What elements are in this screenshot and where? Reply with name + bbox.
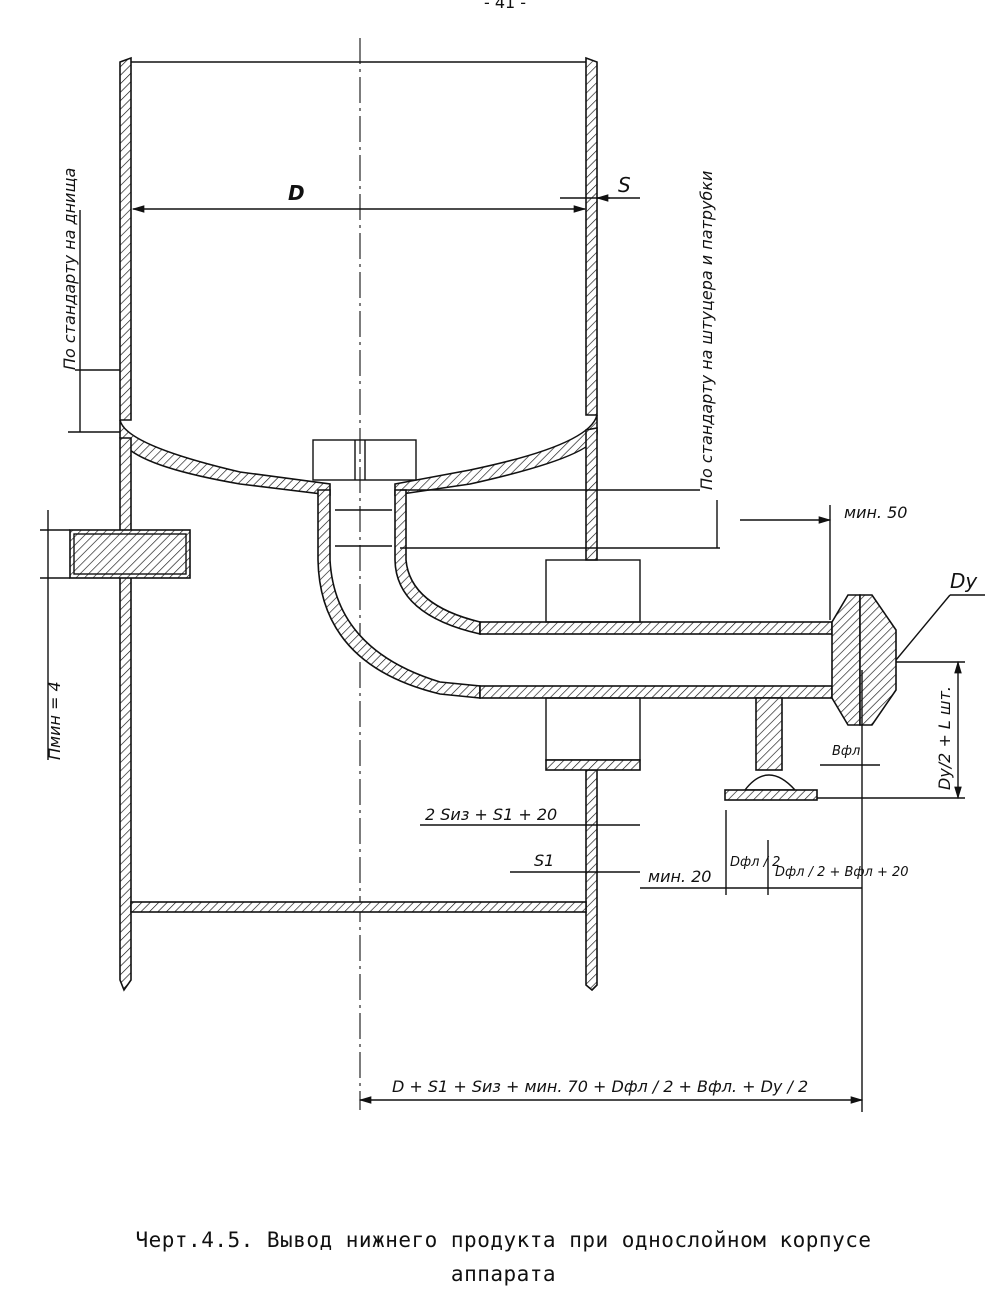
shell-wall-right-mid (585, 427, 598, 561)
drain-nozzle (755, 697, 783, 771)
shell-wall-left-upper (119, 56, 132, 421)
caption-line1: Черт.4.5. Вывод нижнего продукта при одн… (135, 1228, 872, 1252)
label-min4: Пмин = 4 (45, 681, 64, 760)
outlet-pipe-inner (394, 489, 481, 636)
bottom-head-right (394, 414, 598, 496)
label-D: D (288, 181, 305, 205)
caption-line2: аппарата (450, 1262, 557, 1286)
label-dfl2b: Dфл / 2 + Bфл + 20 (775, 865, 909, 880)
label-min20: мин. 20 (648, 867, 711, 886)
reinforcement-pad-lower (545, 697, 641, 761)
label-dfl2: Dфл / 2 (730, 855, 780, 870)
support-ring (130, 901, 587, 913)
outlet-pipe-horizontal-bottom (479, 685, 833, 699)
label-std-bottom: По стандарту на днища (60, 168, 79, 370)
reinforcement-pad-upper (545, 559, 641, 623)
page-number: - 41 - (484, 0, 526, 12)
outlet-pipe-horizontal-top (479, 621, 833, 635)
label-Dy: Dy (950, 569, 978, 593)
label-Lsht: Dy/2 + L шт. (935, 686, 954, 790)
shell-wall-right-upper (585, 56, 598, 416)
label-sum-s: 2 Sиз + S1 + 20 (425, 805, 557, 824)
side-nozzle (69, 529, 191, 579)
shell-wall-left-lower (119, 437, 132, 992)
label-overall: D + S1 + Sиз + мин. 70 + Dфл / 2 + Bфл. … (392, 1077, 808, 1096)
bottom-head (119, 419, 331, 496)
label-S: S (618, 173, 631, 197)
flange (831, 594, 861, 726)
shell-wall-right-low (585, 769, 598, 992)
label-S1: S1 (534, 851, 554, 870)
label-min50: мин. 50 (844, 503, 907, 522)
label-std-nozzle: По стандарту на штуцера и патрубки (697, 171, 716, 490)
label-Bfl: Вфл (832, 744, 860, 759)
